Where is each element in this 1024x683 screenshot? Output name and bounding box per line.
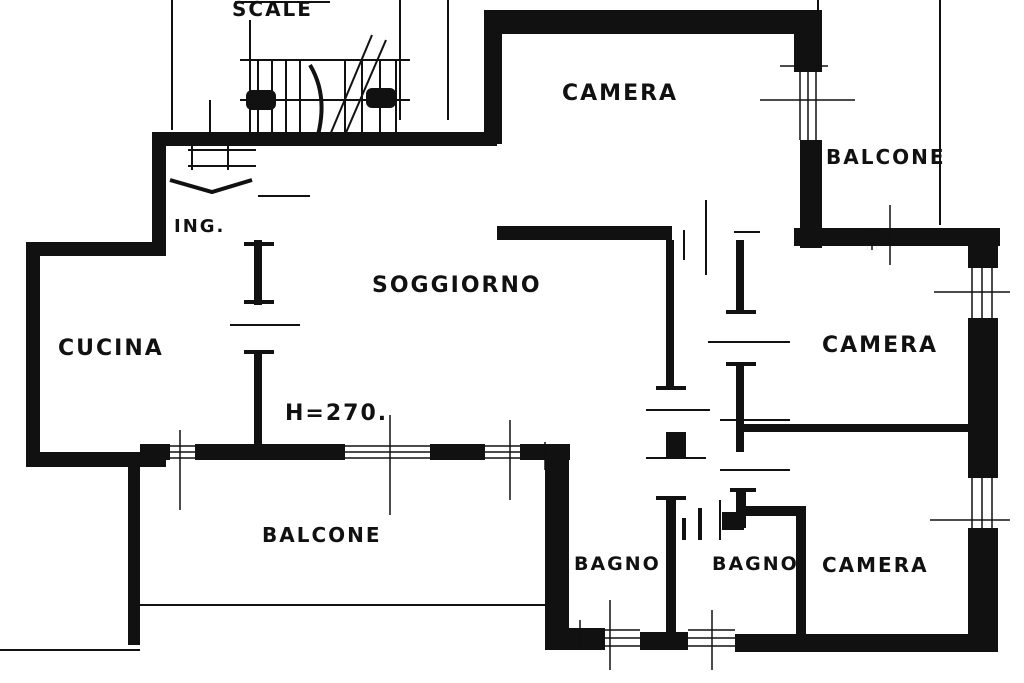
room-label-bagno-1: BAGNO: [574, 553, 661, 575]
room-label-camera-bottom: CAMERA: [822, 553, 929, 577]
room-label-balcone-right: BALCONE: [826, 145, 946, 169]
ceiling-height-label: H=270.: [285, 401, 388, 426]
room-labels: SCALE CAMERA BALCONE ING. SOGGIORNO CUCI…: [58, 0, 946, 577]
room-label-cucina: CUCINA: [58, 336, 164, 361]
door-marks: [169, 138, 790, 540]
stairs-label: SCALE: [232, 0, 313, 21]
stairs: [235, 1, 410, 136]
room-label-camera-mid: CAMERA: [822, 333, 938, 358]
windows: [170, 65, 1010, 670]
room-label-camera-top: CAMERA: [562, 81, 678, 106]
room-label-balcone-bottom: BALCONE: [262, 523, 382, 547]
room-label-soggiorno: SOGGIORNO: [372, 273, 542, 298]
room-label-bagno-2: BAGNO: [712, 553, 799, 575]
construction-lines: [0, 0, 941, 651]
walls: [26, 10, 1000, 652]
room-label-ingresso: ING.: [174, 216, 225, 237]
